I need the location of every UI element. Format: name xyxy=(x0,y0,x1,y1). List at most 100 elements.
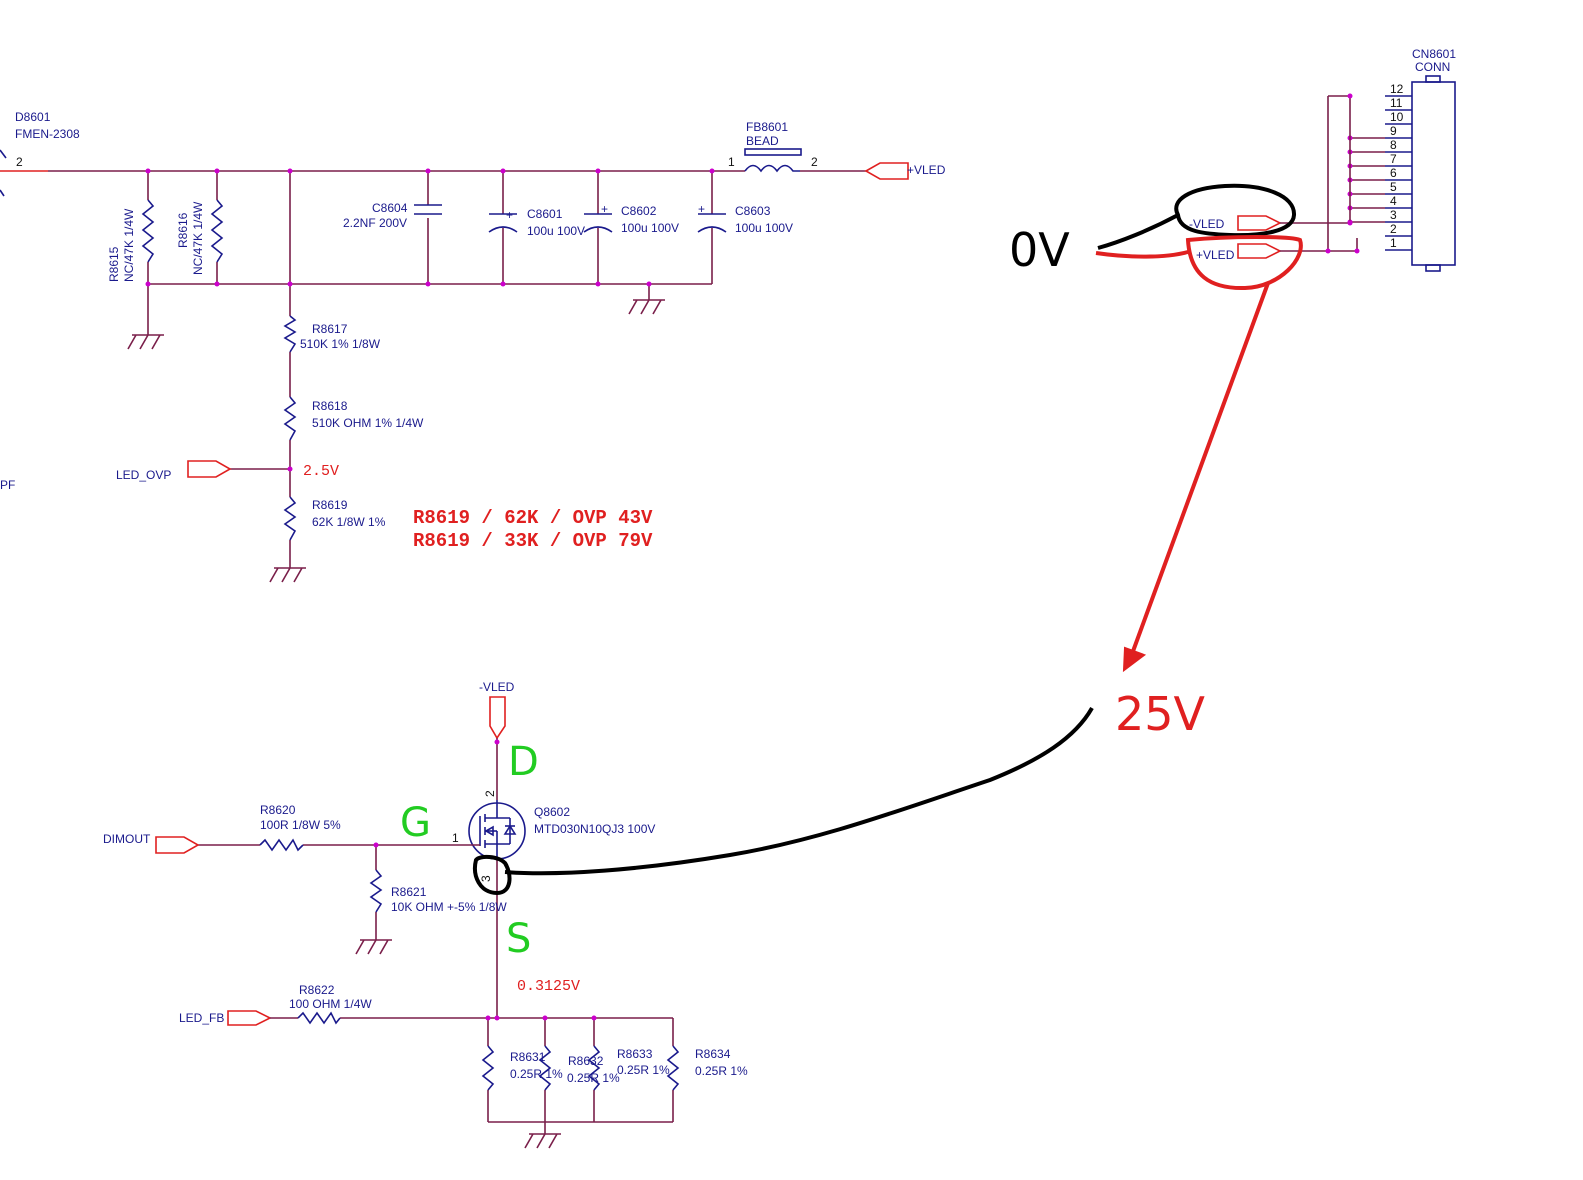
cn8601-value: CONN xyxy=(1415,60,1450,74)
d8601-pin: 2 xyxy=(16,155,23,169)
annotation-source: S xyxy=(506,916,531,962)
connector-pin-label-9: 9 xyxy=(1390,124,1397,138)
c8602-value: 100u 100V xyxy=(621,221,679,235)
r8633-value: 0.25R 1% xyxy=(617,1063,670,1077)
c8601-plus: + xyxy=(506,208,513,222)
fb8601-ref: FB8601 xyxy=(746,120,788,134)
resistor-r8619: R8619 62K 1/8W 1% xyxy=(283,496,386,541)
capacitor-c8602: + C8602 100u 100V xyxy=(583,202,679,235)
connector-pin-label-1: 1 xyxy=(1390,236,1397,250)
resistor-r8618: R8618 510K OHM 1% 1/4W xyxy=(283,396,424,441)
q8602-pin-d: 2 xyxy=(483,790,497,797)
r8620-ref: R8620 xyxy=(260,803,296,817)
r8622-ref: R8622 xyxy=(299,983,335,997)
led-ovp-label: LED_OVP xyxy=(116,468,171,482)
port-conn-neg-vled: -VLED xyxy=(1189,215,1300,231)
source-voltage: 0.3125V xyxy=(517,978,580,995)
conn-pos-vled-label: +VLED xyxy=(1196,248,1235,262)
r8619-ref: R8619 xyxy=(312,498,348,512)
fb8601-value: BEAD xyxy=(746,134,779,148)
cn8601-ref: CN8601 xyxy=(1412,47,1456,61)
r8615-ref: R8615 xyxy=(107,246,121,282)
resistor-r8617: R8617 510K 1% 1/8W xyxy=(283,315,381,353)
connector-pin-label-4: 4 xyxy=(1390,194,1397,208)
fb8601-pin2: 2 xyxy=(811,155,818,169)
c8604-value: 2.2NF 200V xyxy=(343,216,407,230)
r8617-ref: R8617 xyxy=(312,322,348,336)
q8602-pin-g: 1 xyxy=(452,831,459,845)
r8616-value: NC/47K 1/4W xyxy=(191,201,205,275)
capacitor-c8604: C8604 2.2NF 200V xyxy=(343,201,442,230)
resistor-r8632: R8632 0.25R 1% xyxy=(538,1045,620,1091)
c8602-ref: C8602 xyxy=(621,204,657,218)
mosfet-q8602: Q8602 MTD030N10QJ3 100V 1 xyxy=(452,800,655,860)
port-dimout: DIMOUT xyxy=(103,832,200,854)
annotation-drain: D xyxy=(508,739,539,785)
connector-pin-label-7: 7 xyxy=(1390,152,1397,166)
r8616-ref: R8616 xyxy=(176,212,190,248)
ground-symbols-top xyxy=(127,299,665,583)
c8603-value: 100u 100V xyxy=(735,221,793,235)
r8631-ref: R8631 xyxy=(510,1050,546,1064)
r8618-value: 510K OHM 1% 1/4W xyxy=(312,416,424,430)
connector-pin-label-8: 8 xyxy=(1390,138,1397,152)
r8620-value: 100R 1/8W 5% xyxy=(260,818,341,832)
c8603-plus: + xyxy=(698,202,705,216)
top-rail xyxy=(0,170,866,568)
ovp-note-1: R8619 / 62K / OVP 43V xyxy=(413,507,653,529)
r8622-value: 100 OHM 1/4W xyxy=(289,997,372,1011)
r8621-ref: R8621 xyxy=(391,885,427,899)
edge-label: PF xyxy=(0,478,15,492)
handdrawn-annotations: 0V 25V D G S xyxy=(400,183,1303,962)
fb8601-pin1: 1 xyxy=(728,155,735,169)
capacitor-c8601: + C8601 100u 100V xyxy=(488,207,585,238)
r8633-ref: R8633 xyxy=(617,1047,653,1061)
resistor-r8620: R8620 100R 1/8W 5% xyxy=(259,803,341,852)
annotation-zero-volt: 0V xyxy=(1009,223,1070,277)
capacitor-c8603: + C8603 100u 100V xyxy=(697,202,793,235)
ovp-voltage: 2.5V xyxy=(303,463,339,480)
c8602-plus: + xyxy=(601,202,608,216)
diode-d8601: D8601 FMEN-2308 2 xyxy=(0,110,80,197)
resistor-r8633: R8633 0.25R 1% xyxy=(587,1045,670,1091)
resistor-r8634: R8634 0.25R 1% xyxy=(666,1045,748,1091)
port-conn-pos-vled: +VLED xyxy=(1196,243,1300,262)
dimout-label: DIMOUT xyxy=(103,832,151,846)
c8604-ref: C8604 xyxy=(372,201,408,215)
connector-pin-label-10: 10 xyxy=(1390,110,1404,124)
r8634-value: 0.25R 1% xyxy=(695,1064,748,1078)
c8603-ref: C8603 xyxy=(735,204,771,218)
vled-positive-label: +VLED xyxy=(907,163,946,177)
r8632-ref: R8632 xyxy=(568,1054,604,1068)
resistor-r8615: R8615 NC/47K 1/4W xyxy=(107,199,155,282)
q8602-pin-s: 3 xyxy=(479,875,493,882)
resistor-r8616: R8616 NC/47K 1/4W xyxy=(176,199,224,275)
d8601-value: FMEN-2308 xyxy=(15,127,80,141)
resistor-r8631: R8631 0.25R 1% xyxy=(481,1045,563,1091)
bead-fb8601: FB8601 BEAD 1 2 xyxy=(728,120,818,173)
r8617-value: 510K 1% 1/8W xyxy=(300,337,381,351)
ground-sense xyxy=(524,1133,561,1149)
connector-pin-label-6: 6 xyxy=(1390,166,1397,180)
connector-pin-label-2: 2 xyxy=(1390,222,1397,236)
d8601-ref: D8601 xyxy=(15,110,51,124)
port-vled-negative-top: -VLED xyxy=(479,680,515,740)
ovp-note-2: R8619 / 33K / OVP 79V xyxy=(413,530,653,552)
ground-r8621 xyxy=(355,939,392,955)
port-led-ovp: LED_OVP xyxy=(116,460,232,482)
connector-pin-label-5: 5 xyxy=(1390,180,1397,194)
port-vled-positive: +VLED xyxy=(864,162,946,180)
q8602-value: MTD030N10QJ3 100V xyxy=(534,822,655,836)
annotation-gate: G xyxy=(400,800,431,846)
c8601-ref: C8601 xyxy=(527,207,563,221)
r8634-ref: R8634 xyxy=(695,1047,731,1061)
led-fb-label: LED_FB xyxy=(179,1011,224,1025)
connector-pin-label-11: 11 xyxy=(1390,96,1403,110)
connector-pin-label-3: 3 xyxy=(1390,208,1397,222)
resistor-r8622: R8622 100 OHM 1/4W xyxy=(289,983,372,1025)
q8602-ref: Q8602 xyxy=(534,805,570,819)
junction-dots-top xyxy=(145,168,715,472)
